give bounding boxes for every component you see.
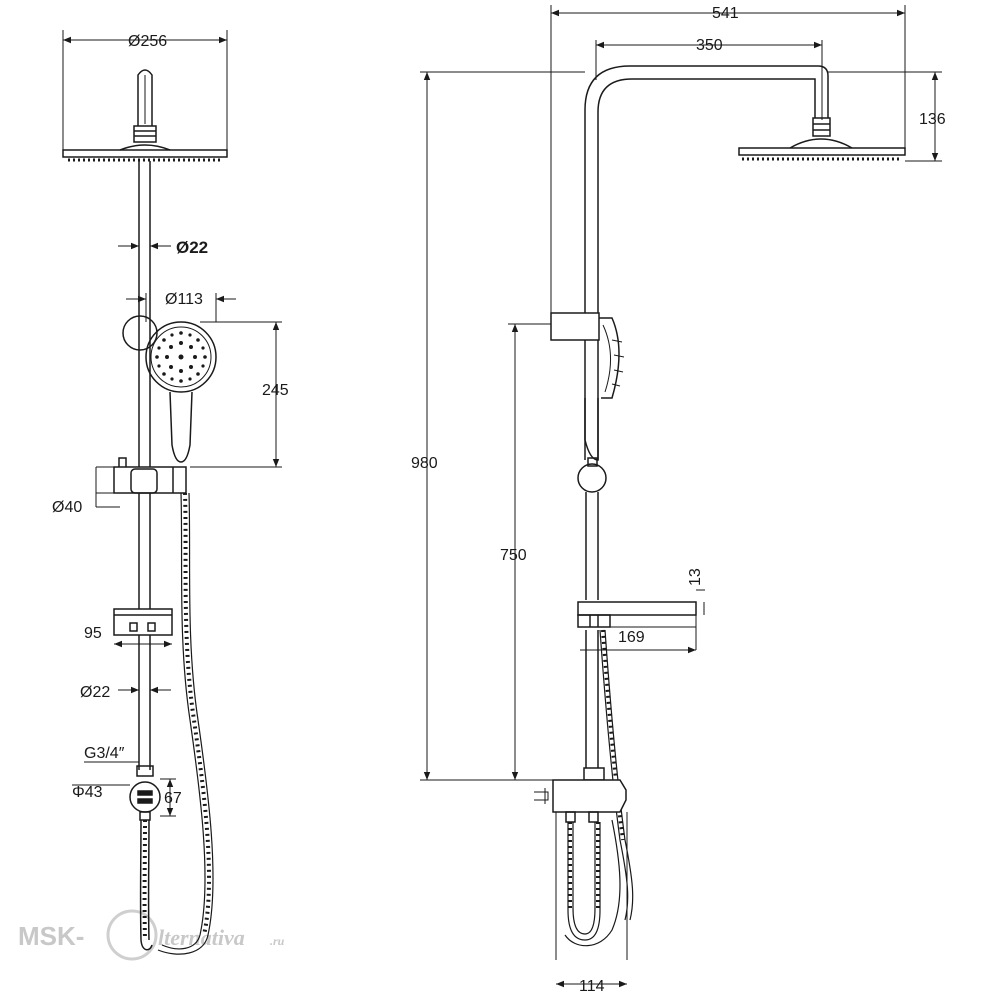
hand-shower-diameter-label: Ø113: [165, 291, 203, 308]
slider-height-label: 750: [500, 547, 527, 564]
diverter-height-label: 67: [164, 790, 182, 807]
overhead-arm: [584, 65, 906, 313]
hand-shower: [122, 315, 217, 463]
watermark-logo-circle: [106, 909, 158, 961]
arm-reach-label: 350: [696, 37, 723, 54]
watermark-prefix: MSK-: [18, 921, 84, 951]
slider-clamp-side: [550, 312, 625, 461]
hand-shower-diameter-dimension: [126, 293, 236, 322]
rain-head-diameter-dimension: [62, 30, 228, 150]
watermark: MSK- lternativa .ru: [18, 909, 285, 961]
mixer-width-label: 114: [579, 978, 605, 995]
front-view: Ø256 Ø22: [52, 30, 289, 955]
rain-shower-head: [62, 69, 228, 162]
supply-hoses: [564, 819, 621, 947]
lower-pipe: [577, 340, 607, 768]
slider-diameter-dimension: [95, 466, 120, 508]
slider-diameter-label: Ø40: [52, 499, 82, 516]
shelf-dimensions: [580, 589, 705, 654]
shower-hose: [157, 492, 214, 955]
watermark-tld: .ru: [270, 934, 285, 948]
vertical-pipe: [138, 161, 151, 770]
head-drop-dimension: [828, 71, 942, 162]
diverter-dimensions: [72, 778, 176, 817]
slider-bracket: [113, 457, 187, 494]
shelf-width-label: 95: [84, 625, 102, 642]
pipe-diameter-bottom-label: Ø22: [80, 684, 110, 701]
total-height-dimension: [420, 71, 585, 781]
arm-reach-dimension: [595, 40, 823, 120]
thread-size-label: G3/4″: [84, 745, 125, 762]
soap-shelf-front: [113, 608, 173, 636]
mixer-valve: [534, 767, 628, 960]
shelf-depth-label: 169: [618, 629, 645, 646]
slider-height-dimension: [508, 323, 551, 780]
hand-shower-height-dimension: [190, 321, 282, 468]
total-projection-dimension: [550, 5, 906, 315]
side-hose: [599, 629, 634, 921]
spray-nozzles: [155, 331, 207, 383]
total-projection-label: 541: [712, 5, 739, 22]
head-drop-label: 136: [919, 111, 946, 128]
total-height-label: 980: [411, 455, 438, 472]
diverter: [129, 765, 161, 951]
rain-head-diameter-label: Ø256: [128, 33, 167, 50]
side-view: 541 350 136: [411, 5, 946, 995]
hand-shower-height-label: 245: [262, 382, 289, 399]
shelf-thickness-label: 13: [687, 568, 704, 586]
soap-shelf-side: [577, 601, 697, 628]
pipe-diameter-top-label: Ø22: [176, 238, 208, 257]
diverter-diameter-label: Φ43: [72, 784, 103, 801]
